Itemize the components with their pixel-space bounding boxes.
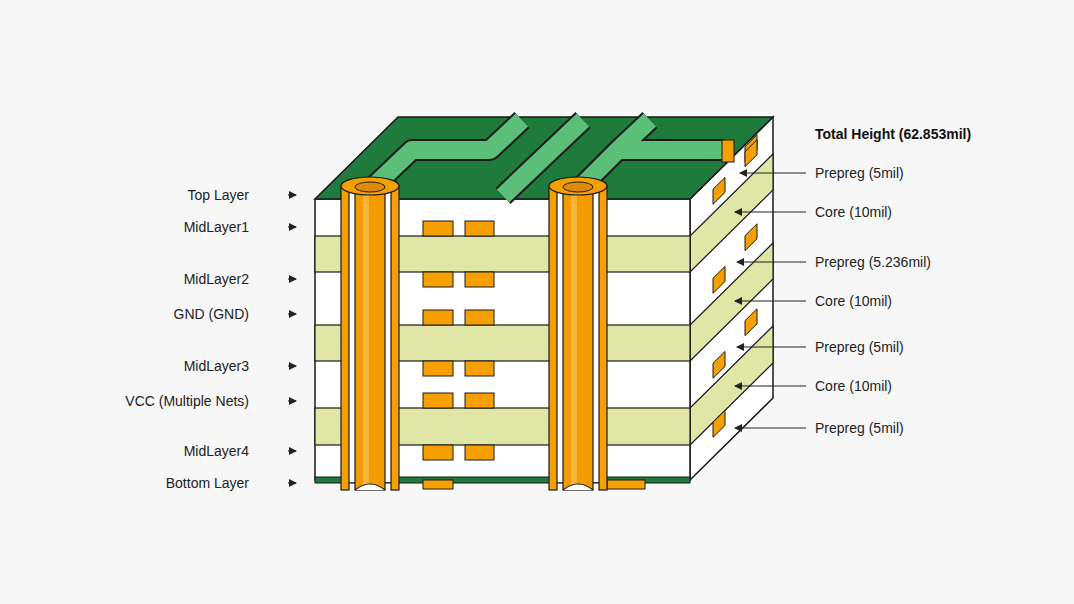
- copper-pad: [713, 177, 725, 204]
- copper-pad: [745, 224, 757, 251]
- copper-pad: [713, 410, 725, 437]
- dielectric-label: Core (10mil): [815, 203, 892, 221]
- copper-pad: [423, 310, 453, 325]
- layer-name: GND (GND): [174, 305, 249, 323]
- copper-pad: [465, 361, 494, 376]
- dielectric-label: Prepreg (5mil): [815, 164, 904, 182]
- via-hole: [563, 182, 593, 192]
- copper-pad: [713, 266, 725, 293]
- copper-pad: [465, 272, 494, 287]
- copper-pad: [423, 393, 453, 408]
- via-cap: [549, 177, 607, 195]
- via-wall: [599, 186, 607, 490]
- copper-pad: [423, 272, 453, 287]
- layer-name: VCC (Multiple Nets): [125, 392, 249, 410]
- layer-name: MidLayer3: [184, 357, 249, 375]
- via-wall: [391, 186, 399, 490]
- copper-pad: [423, 221, 453, 236]
- via-wall: [549, 186, 557, 490]
- copper-pad: [423, 480, 453, 489]
- via-barrel: [563, 186, 593, 490]
- layer-name: Bottom Layer: [166, 474, 249, 492]
- via-cap: [341, 177, 399, 195]
- via-highlight: [571, 190, 577, 486]
- total-height-title: Total Height (62.853mil): [815, 125, 971, 143]
- via-hole: [355, 182, 385, 192]
- dielectric-label: Core (10mil): [815, 292, 892, 310]
- via-bottom: [563, 484, 593, 490]
- dielectric-label: Core (10mil): [815, 377, 892, 395]
- dielectric-label: Prepreg (5mil): [815, 338, 904, 356]
- dielectric-label: Prepreg (5.236mil): [815, 253, 931, 271]
- copper-pad: [607, 480, 645, 489]
- copper-pad: [465, 310, 494, 325]
- copper-pad: [713, 351, 725, 378]
- copper-pad: [465, 445, 494, 460]
- copper-pad: [465, 393, 494, 408]
- via-bottom: [355, 484, 385, 490]
- via-highlight: [363, 190, 369, 486]
- layer-name: MidLayer1: [184, 218, 249, 236]
- copper-pad: [423, 361, 453, 376]
- via-barrel: [355, 186, 385, 490]
- via-wall: [341, 186, 349, 490]
- layer-name: MidLayer4: [184, 442, 249, 460]
- copper-pad: [745, 309, 757, 336]
- copper-pad: [465, 221, 494, 236]
- layer-name: Top Layer: [188, 186, 249, 204]
- dielectric-label: Prepreg (5mil): [815, 419, 904, 437]
- layer-name: MidLayer2: [184, 270, 249, 288]
- copper-pad: [423, 445, 453, 460]
